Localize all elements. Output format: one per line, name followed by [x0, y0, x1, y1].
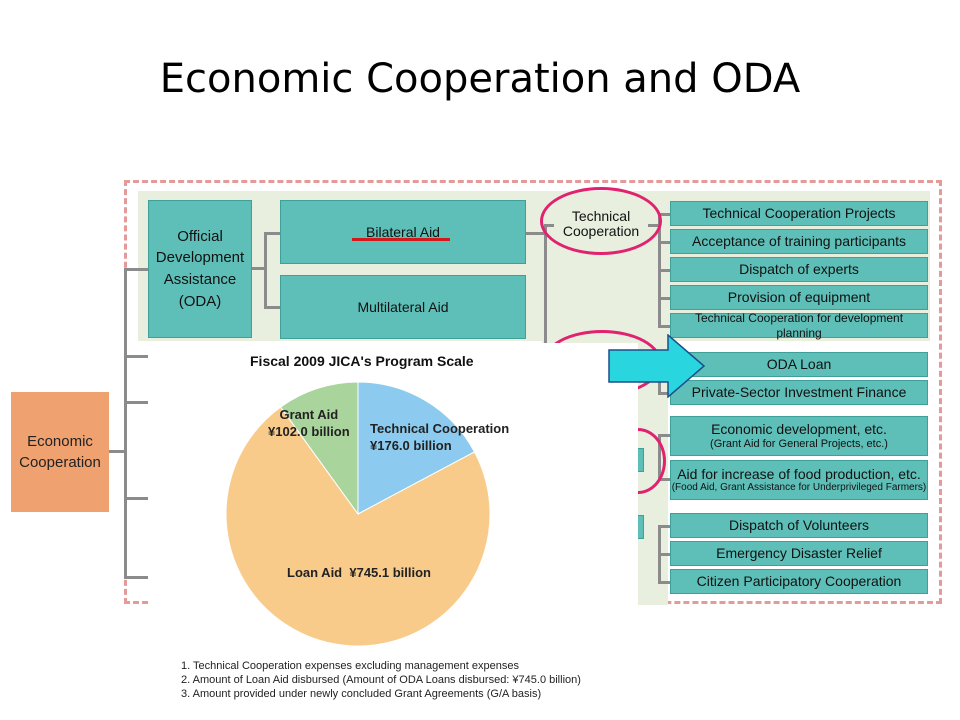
chart-note-3: 3. Amount provided under newly concluded…: [181, 688, 542, 700]
connector-line: [658, 478, 670, 481]
grant-slice-name: Grant Aid: [279, 407, 339, 422]
connector-line: [124, 268, 148, 271]
connector-line: [544, 224, 547, 344]
connector-line: [124, 497, 148, 500]
tc-item-1: Technical Cooperation Projects: [670, 201, 928, 226]
connector-line: [124, 355, 148, 358]
citizen-cooperation-box: Citizen Participatory Cooperation: [670, 569, 928, 594]
connector-line: [109, 450, 125, 453]
grant-slice-label: Grant Aid ¥102.0 billion: [268, 407, 350, 441]
disaster-relief-box: Emergency Disaster Relief: [670, 541, 928, 566]
economic-cooperation-box: Economic Cooperation: [11, 392, 109, 512]
connector-line: [658, 434, 670, 437]
connector-line: [124, 401, 148, 404]
loan-slice-value: ¥745.1 billion: [349, 565, 432, 580]
private-sector-box: Private-Sector Investment Finance: [670, 380, 928, 405]
chart-note-2: 2. Amount of Loan Aid disbursed (Amount …: [181, 674, 581, 686]
loan-slice-label: Loan Aid ¥745.1 billion: [287, 565, 431, 582]
grant-food-box: Aid for increase of food production, etc…: [670, 460, 928, 500]
oda-box: Official Development Assistance (ODA): [148, 200, 252, 338]
connector-line: [658, 325, 670, 328]
chart-note-1: 1. Technical Cooperation expenses exclud…: [181, 660, 519, 672]
grant-slice-value: ¥102.0 billion: [268, 423, 350, 439]
connector-line: [124, 268, 127, 578]
connector-line: [264, 232, 280, 235]
volunteers-box: Dispatch of Volunteers: [670, 513, 928, 538]
connector-line: [658, 392, 670, 395]
tc-item-2: Acceptance of training participants: [670, 229, 928, 254]
grant-economic-title: Economic development, etc.: [711, 421, 887, 437]
right-arrow-icon: [608, 334, 706, 398]
connector-line: [252, 267, 266, 270]
tc-slice-label: Technical Cooperation ¥176.0 billion: [370, 421, 509, 455]
connector-line: [658, 525, 670, 528]
connector-line: [658, 553, 670, 556]
connector-line: [526, 232, 546, 235]
multilateral-aid-box: Multilateral Aid: [280, 275, 526, 339]
tc-item-3: Dispatch of experts: [670, 257, 928, 282]
grant-economic-box: Economic development, etc. (Grant Aid fo…: [670, 416, 928, 456]
connector-line: [658, 241, 670, 244]
tc-slice-value: ¥176.0 billion: [370, 437, 452, 453]
tc-item-5: Technical Cooperation for development pl…: [670, 311, 928, 340]
tc-item-4: Provision of equipment: [670, 285, 928, 310]
connector-line: [658, 269, 670, 272]
slide-title: Economic Cooperation and ODA: [159, 56, 801, 102]
bilateral-aid-box: Bilateral Aid: [280, 200, 526, 264]
connector-line: [658, 581, 670, 584]
loan-slice-name: Loan Aid: [287, 565, 343, 580]
chart-title: Fiscal 2009 JICA's Program Scale: [250, 353, 474, 369]
tc-slice-name: Technical Cooperation: [370, 421, 510, 436]
grant-food-title: Aid for increase of food production, etc…: [677, 465, 921, 482]
connector-line: [264, 306, 280, 309]
connector-line: [124, 576, 148, 579]
connector-line: [658, 297, 670, 300]
technical-cooperation-highlight: [540, 187, 662, 255]
connector-line: [264, 232, 267, 308]
bilateral-underline: [352, 238, 450, 241]
grant-food-sub: (Food Aid, Grant Assistance for Underpri…: [671, 482, 927, 494]
connector-line: [658, 213, 670, 216]
grant-economic-sub: (Grant Aid for General Projects, etc.): [710, 437, 888, 450]
oda-loan-box: ODA Loan: [670, 352, 928, 377]
